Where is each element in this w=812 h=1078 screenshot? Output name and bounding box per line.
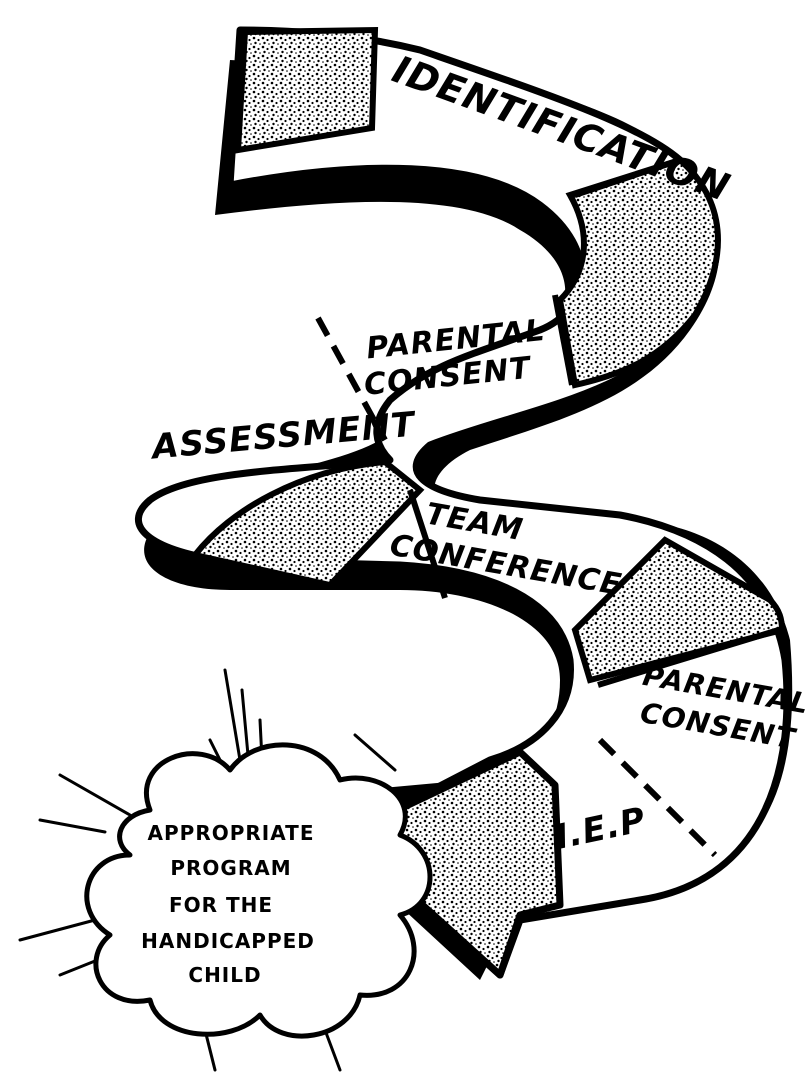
- segment-stipple-mid-right: [571, 536, 786, 684]
- step-parental-consent-1-label: PARENTAL CONSENT: [359, 312, 562, 403]
- outcome-cloud: [84, 742, 433, 1039]
- divider-1: [574, 157, 681, 198]
- divider-2: [552, 294, 575, 386]
- burst-lines: [18, 668, 397, 1072]
- divider-3: [407, 489, 448, 599]
- segment-stipple-top: [234, 26, 379, 154]
- dashed-divider-1: [315, 316, 388, 442]
- outcome-label: APPROPRIATE PROGRAM FOR THE HANDICAPPED …: [141, 821, 323, 987]
- arrow-head: [341, 748, 564, 979]
- segment-stipple-right: [556, 156, 721, 389]
- segment-stipple-left: [189, 458, 425, 589]
- dashed-divider-2: [597, 737, 718, 858]
- divider-4: [597, 625, 786, 688]
